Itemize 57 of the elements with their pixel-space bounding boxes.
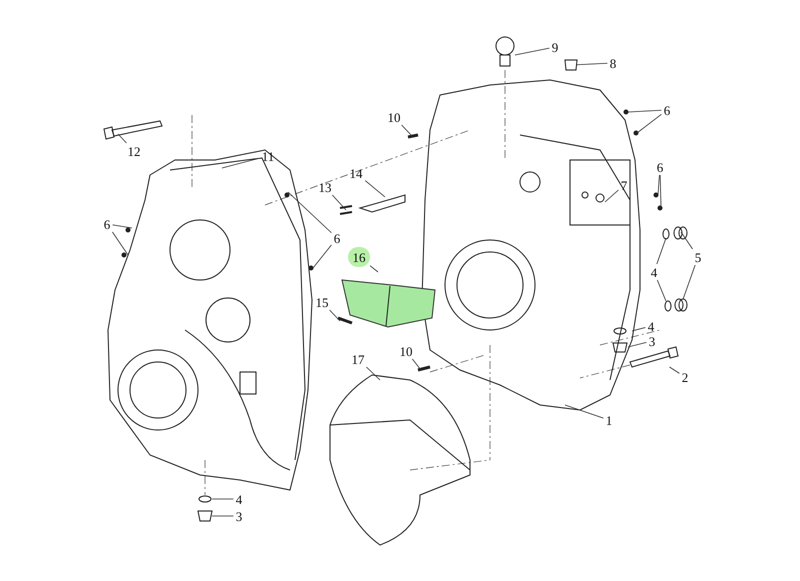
leader-line: [370, 265, 378, 272]
callout-number: 11: [258, 148, 278, 164]
leader-line: [366, 366, 380, 380]
callout-number: 10: [384, 109, 404, 125]
leader-line: [682, 264, 696, 300]
leader-line: [658, 174, 660, 196]
callout-number: 14: [346, 165, 366, 181]
callout-number: 6: [331, 230, 343, 246]
leader-line: [329, 310, 340, 322]
callout-number: 3: [646, 333, 658, 349]
callout-number: 3: [233, 508, 245, 524]
bolt-drawing: [629, 346, 679, 368]
leader-line: [656, 280, 666, 302]
leader-line: [288, 192, 332, 234]
leader-line: [364, 180, 386, 198]
leader-line: [632, 327, 646, 332]
leader-line: [656, 238, 666, 264]
leader-line: [112, 224, 132, 228]
callout-number: 9: [549, 39, 561, 55]
leader-line: [604, 190, 619, 202]
callout-number: 10: [396, 343, 416, 359]
leader-line: [401, 124, 412, 136]
callout-number: 4: [233, 491, 245, 507]
leader-line: [628, 110, 662, 112]
leader-line: [669, 366, 680, 374]
leader-line: [412, 358, 422, 370]
leader-line: [576, 62, 608, 66]
callout-number: 7: [618, 177, 630, 193]
leader-line: [514, 48, 550, 56]
callout-number: 17: [348, 351, 368, 367]
callout-number: 2: [679, 369, 691, 385]
callout-number: 8: [607, 55, 619, 71]
callout-number: 4: [648, 264, 660, 280]
leader-line: [118, 134, 127, 144]
callout-number: 12: [124, 143, 144, 159]
leader-line: [628, 342, 647, 348]
leader-line: [222, 158, 260, 168]
seal-ring-drawing: [674, 298, 688, 312]
leader-line: [680, 232, 693, 250]
leader-line: [212, 498, 234, 500]
callout-number: 13: [316, 179, 334, 195]
callout-number: 15: [312, 294, 332, 310]
o-ring-drawing: [664, 300, 672, 312]
callout-number: 5: [692, 249, 704, 265]
leader-line: [636, 114, 662, 134]
leader-line: [312, 244, 332, 268]
leader-line: [332, 194, 346, 210]
leader-line: [112, 232, 128, 256]
callout-number: 16: [348, 247, 370, 267]
callout-number: 6: [661, 102, 673, 118]
callout-number: 4: [645, 318, 657, 334]
leader-line: [660, 174, 662, 208]
callout-number: 1: [603, 412, 615, 428]
callout-number: 6: [654, 159, 666, 175]
callout-number: 6: [101, 216, 113, 232]
plug-drawing: [564, 60, 578, 70]
leader-line: [564, 404, 604, 418]
